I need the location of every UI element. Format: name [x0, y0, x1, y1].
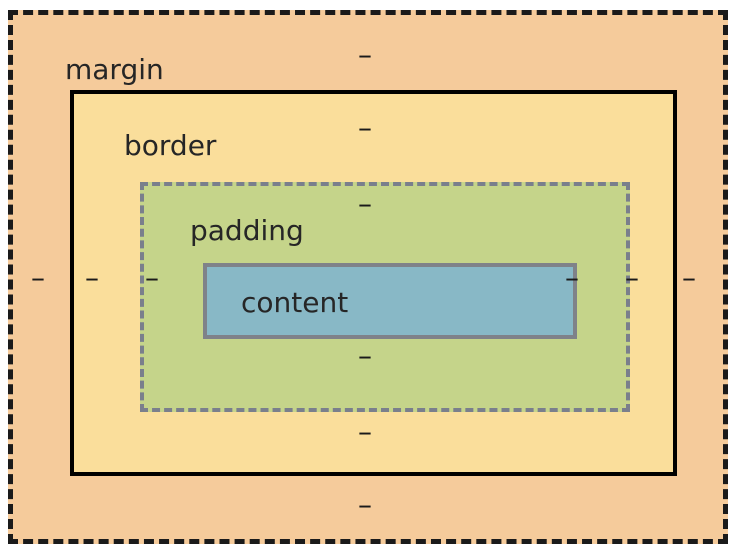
content-box: content [203, 263, 577, 339]
dash-marker-border-right: – [625, 261, 639, 294]
border-label: border [124, 129, 217, 162]
dash-marker-border-left: – [85, 261, 99, 294]
dash-marker-border-top: – [358, 111, 372, 144]
dash-marker-padding-top: – [358, 187, 372, 220]
dash-marker-margin-right: – [682, 261, 696, 294]
margin-label: margin [65, 53, 164, 86]
dash-marker-border-bottom: – [358, 415, 372, 448]
dash-marker-margin-bottom: – [358, 488, 372, 521]
padding-label: padding [190, 214, 304, 247]
dash-marker-padding-left: – [145, 261, 159, 294]
padding-box: padding content [140, 182, 630, 412]
content-label: content [241, 286, 349, 319]
dash-marker-margin-left: – [31, 261, 45, 294]
border-box: border padding content [70, 90, 677, 476]
margin-box: margin border padding content [8, 10, 728, 544]
dash-marker-padding-right: – [565, 261, 579, 294]
dash-marker-margin-top: – [358, 38, 372, 71]
dash-marker-padding-bottom: – [358, 339, 372, 372]
